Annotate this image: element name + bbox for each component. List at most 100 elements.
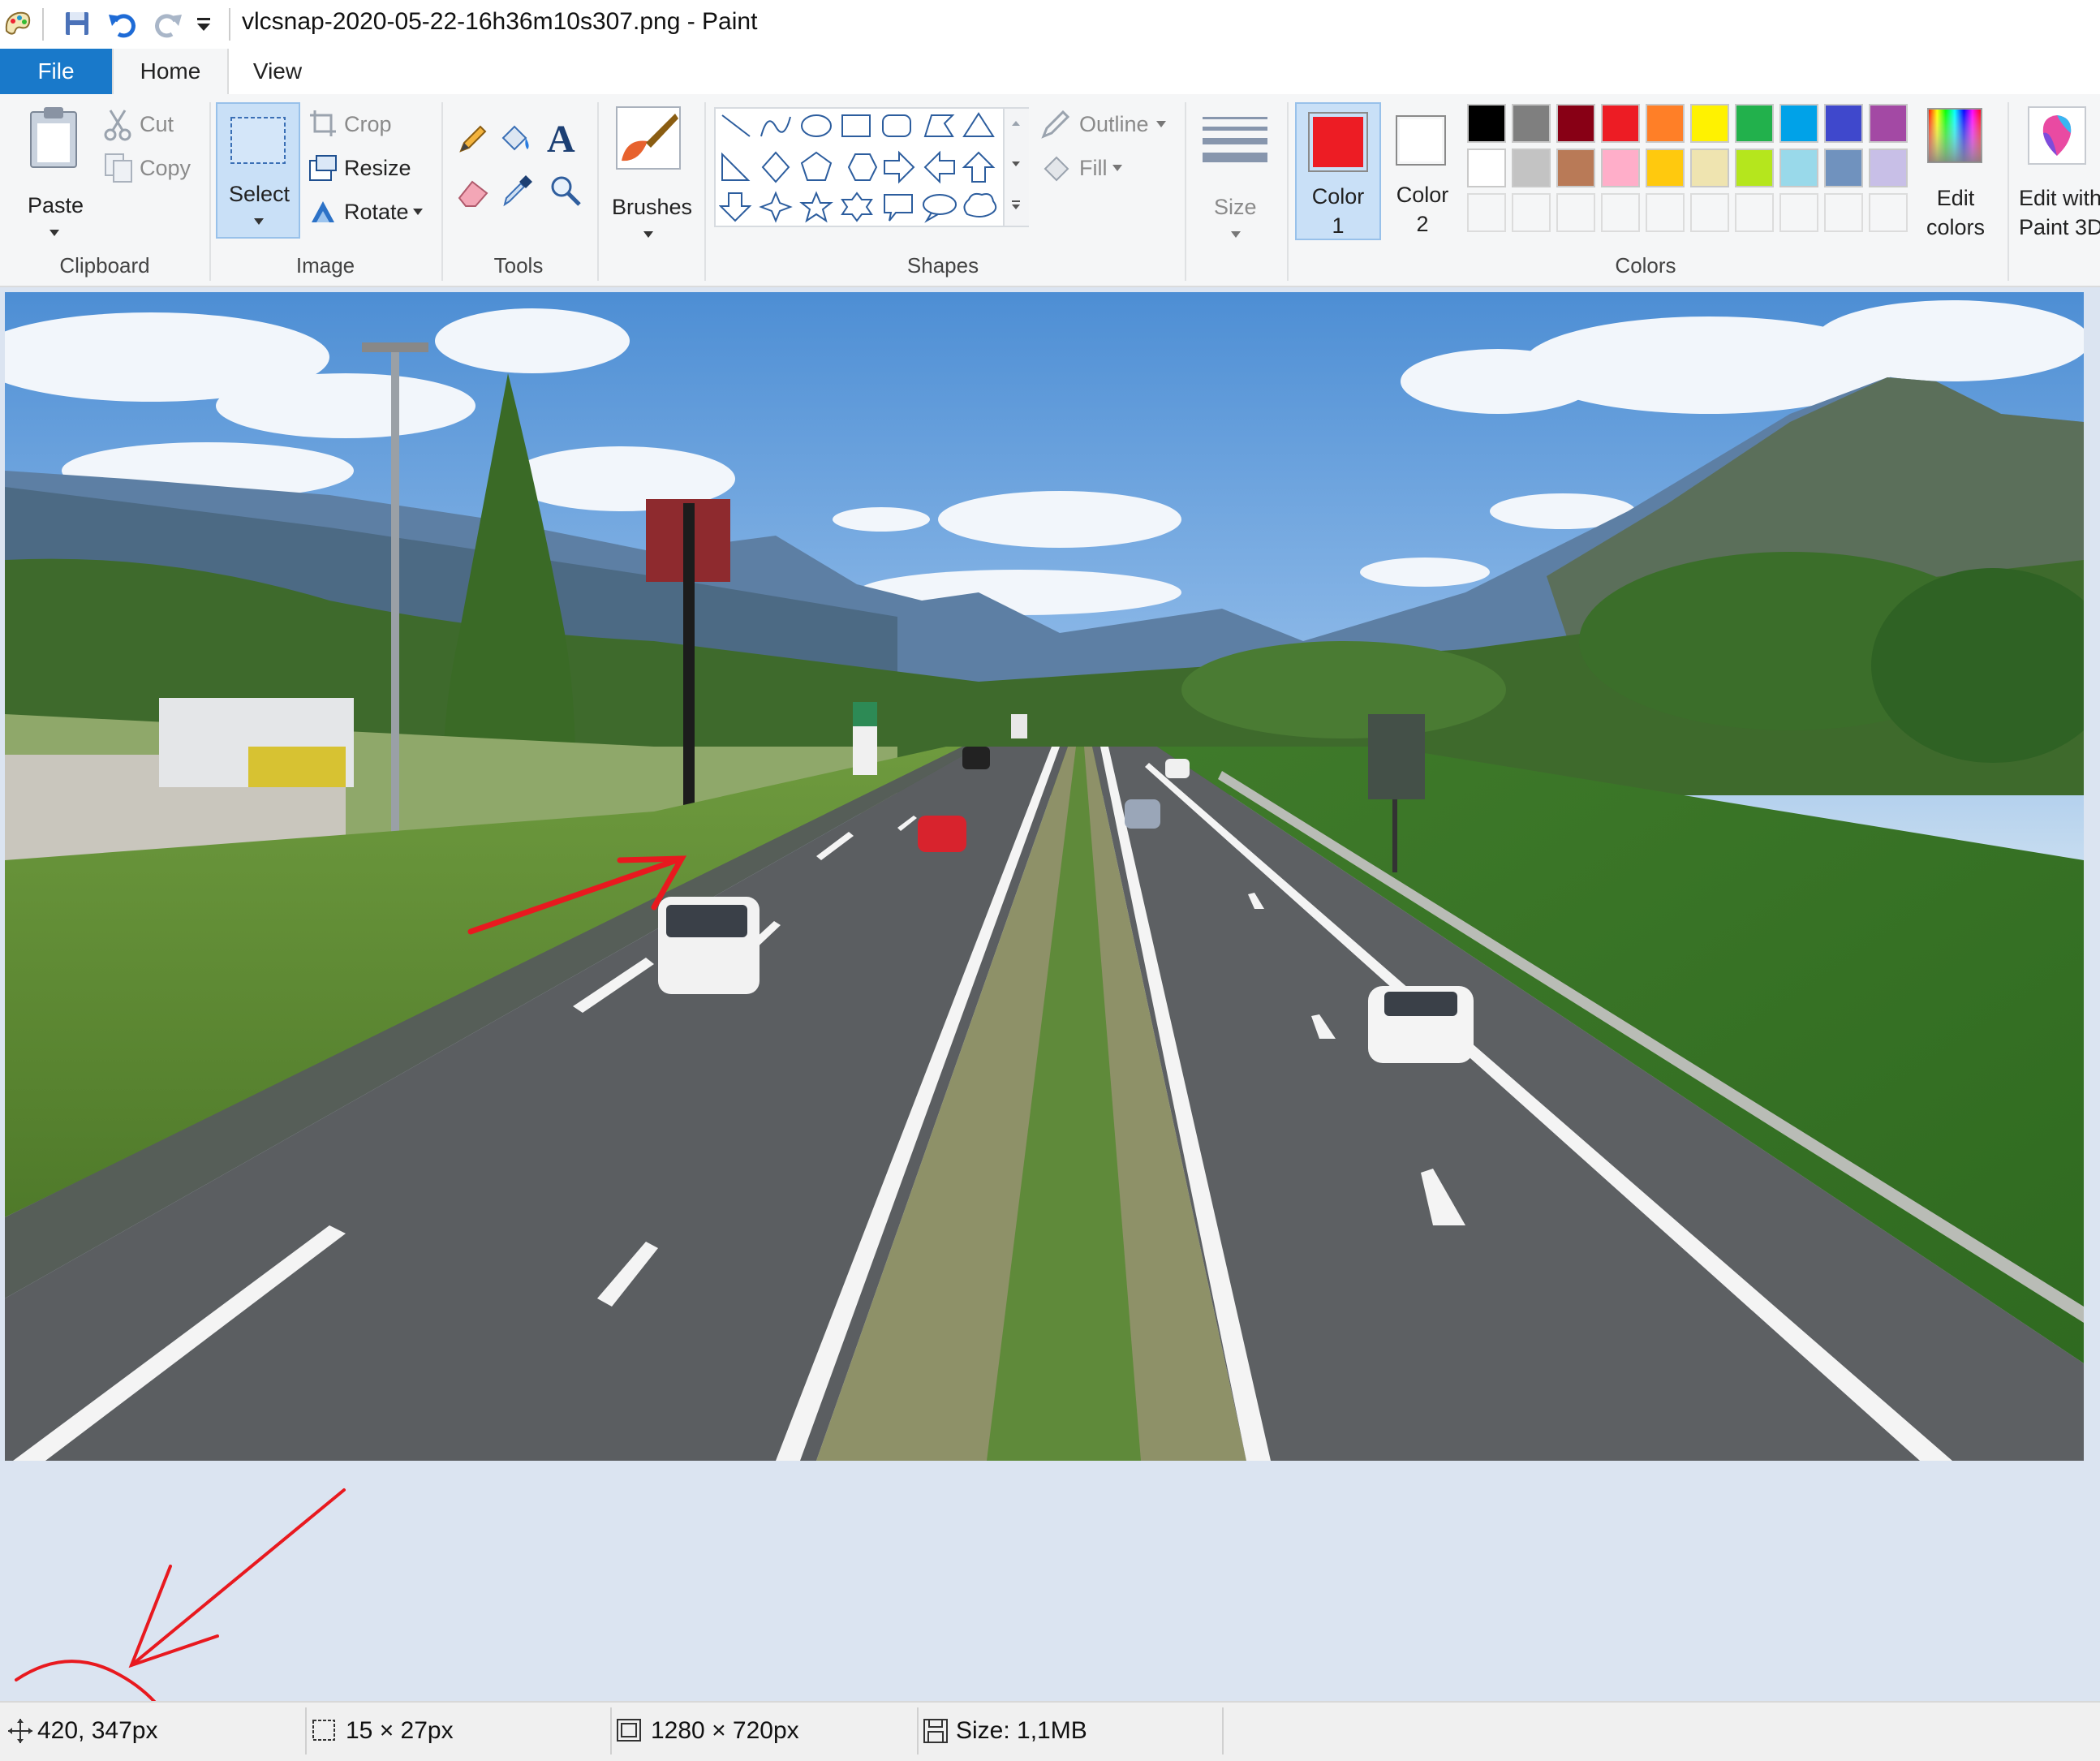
eraser-icon[interactable] xyxy=(456,175,490,208)
custom-color-slot[interactable] xyxy=(1779,193,1818,232)
paint-app-icon[interactable] xyxy=(3,8,32,37)
size-button[interactable]: Size xyxy=(1193,105,1277,243)
magnifier-icon[interactable] xyxy=(549,174,583,208)
light-pole-head xyxy=(362,342,428,352)
size-dropdown-icon[interactable] xyxy=(1230,230,1241,239)
outline-dropdown-icon[interactable] xyxy=(1155,120,1167,128)
palette-swatch[interactable] xyxy=(1824,104,1863,143)
fill-dropdown-icon[interactable] xyxy=(1112,164,1123,172)
palette-swatch[interactable] xyxy=(1467,104,1506,143)
cut-button[interactable]: Cut xyxy=(140,112,174,136)
palette-swatch[interactable] xyxy=(1512,104,1551,143)
custom-color-slot[interactable] xyxy=(1869,193,1908,232)
palette-swatch[interactable] xyxy=(1735,149,1774,187)
custom-color-slot[interactable] xyxy=(1601,193,1640,232)
palette-swatch[interactable] xyxy=(1869,149,1908,187)
palette-swatch[interactable] xyxy=(1779,149,1818,187)
color2-swatch xyxy=(1396,115,1446,166)
palette-swatch[interactable] xyxy=(1556,104,1595,143)
palette-swatch[interactable] xyxy=(1869,104,1908,143)
right-arrow-shape-icon xyxy=(884,150,915,184)
copy-button[interactable]: Copy xyxy=(140,156,191,180)
paste-dropdown-icon[interactable] xyxy=(49,229,60,237)
brushes-button[interactable]: Brushes xyxy=(605,105,692,243)
redo-icon[interactable] xyxy=(153,8,183,39)
tab-home[interactable]: Home xyxy=(112,49,229,96)
custom-color-slot[interactable] xyxy=(1556,193,1595,232)
palette-swatch[interactable] xyxy=(1556,149,1595,187)
right-triangle-shape-icon xyxy=(721,152,751,181)
six-point-star-shape-icon xyxy=(841,192,873,222)
outline-button[interactable]: Outline xyxy=(1079,112,1149,136)
palette-swatch[interactable] xyxy=(1690,149,1729,187)
custom-color-slot[interactable] xyxy=(1646,193,1685,232)
crop-button[interactable]: Crop xyxy=(344,112,392,136)
blue-car xyxy=(1125,799,1160,829)
title-bar: vlcsnap-2020-05-22-16h36m10s307.png - Pa… xyxy=(0,0,2100,49)
undo-icon[interactable] xyxy=(107,8,138,39)
select-button[interactable]: Select xyxy=(216,102,300,239)
group-separator xyxy=(209,102,211,281)
scroll-down-icon[interactable] xyxy=(1011,161,1021,167)
select-dropdown-icon[interactable] xyxy=(253,217,265,226)
palette-swatch[interactable] xyxy=(1601,149,1640,187)
pentagon-shape-icon xyxy=(800,151,833,181)
paste-button[interactable]: Paste xyxy=(11,105,97,236)
scroll-up-icon[interactable] xyxy=(1011,120,1021,127)
fill-bucket-icon[interactable] xyxy=(498,122,532,156)
palette-swatch[interactable] xyxy=(1512,149,1551,187)
custom-color-slot[interactable] xyxy=(1824,193,1863,232)
rotate-button[interactable]: Rotate xyxy=(344,200,409,224)
tools-group-label: Tools xyxy=(493,253,544,278)
highway-photo xyxy=(5,292,2084,1461)
tab-file[interactable]: File xyxy=(0,49,112,94)
fill-button[interactable]: Fill xyxy=(1079,156,1108,180)
palette-swatch[interactable] xyxy=(1646,104,1685,143)
rotate-dropdown-icon[interactable] xyxy=(412,208,424,216)
tab-view[interactable]: View xyxy=(252,58,303,84)
drawing-canvas[interactable] xyxy=(5,292,2084,1461)
color-palette[interactable] xyxy=(1467,104,1913,239)
cars xyxy=(658,714,1474,1063)
palette-swatch[interactable] xyxy=(1601,104,1640,143)
image-group-label: Image xyxy=(295,253,355,278)
color-picker-icon[interactable] xyxy=(500,174,534,208)
custom-color-slot[interactable] xyxy=(1467,193,1506,232)
custom-color-slot[interactable] xyxy=(1512,193,1551,232)
tree-cluster xyxy=(1181,641,1506,738)
status-separator xyxy=(917,1707,919,1755)
palette-swatch[interactable] xyxy=(1735,104,1774,143)
brushes-dropdown-icon[interactable] xyxy=(643,230,654,239)
customize-toolbar-icon[interactable] xyxy=(195,16,213,32)
palette-swatch[interactable] xyxy=(1467,149,1506,187)
group-separator xyxy=(1185,102,1186,281)
palette-swatch[interactable] xyxy=(1824,149,1863,187)
pencil-icon[interactable] xyxy=(456,123,488,156)
paste-label: Paste xyxy=(28,193,84,217)
distant-car xyxy=(1165,759,1190,778)
resize-button[interactable]: Resize xyxy=(344,156,411,180)
text-tool-icon[interactable]: A xyxy=(547,118,575,161)
selection-size-icon xyxy=(312,1720,335,1741)
group-separator xyxy=(597,102,599,281)
palette-swatch[interactable] xyxy=(1779,104,1818,143)
tree-cluster xyxy=(1871,568,2084,763)
custom-color-slot[interactable] xyxy=(1735,193,1774,232)
five-point-star-shape-icon xyxy=(799,191,833,223)
dark-car xyxy=(962,747,990,769)
palette-swatch[interactable] xyxy=(1690,104,1729,143)
save-icon[interactable] xyxy=(63,10,91,37)
palette-swatch[interactable] xyxy=(1646,149,1685,187)
shapes-gallery[interactable] xyxy=(714,107,1029,227)
color1-swatch xyxy=(1308,112,1368,172)
line-width-icon xyxy=(1203,117,1267,162)
custom-color-slot[interactable] xyxy=(1690,193,1729,232)
image-size: 1280 × 720px xyxy=(651,1717,799,1744)
expand-gallery-icon[interactable] xyxy=(1011,200,1021,211)
shapes-scroll-bar[interactable] xyxy=(1003,109,1029,226)
ribbon: Paste Cut Copy Clipboard Select Crop Res… xyxy=(0,94,2100,287)
